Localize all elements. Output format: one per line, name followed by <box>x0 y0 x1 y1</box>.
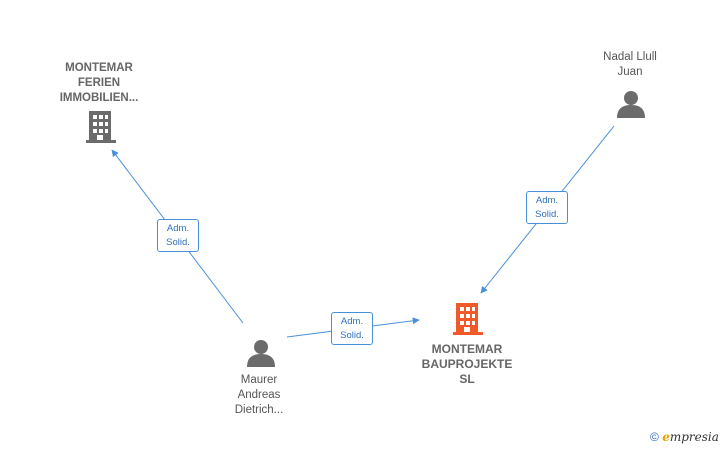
person-icon[interactable] <box>247 340 275 367</box>
node-label-line: BAUPROJEKTE <box>421 357 513 371</box>
edge-label-maurer-bauprojekte[interactable]: Adm. Solid. <box>331 312 373 345</box>
node-label-line: Dietrich... <box>234 404 284 416</box>
node-label-line: Andreas <box>237 389 281 401</box>
edge-label-line: Adm. <box>535 195 559 206</box>
person-icon[interactable] <box>617 91 645 118</box>
brand-rest: mpresia <box>669 430 719 444</box>
brand-initial: e <box>662 430 670 444</box>
node-label-line: Nadal Llull <box>603 51 657 63</box>
node-label-maurer[interactable]: Maurer Andreas Dietrich... <box>214 373 304 418</box>
node-label-line: Juan <box>617 66 643 78</box>
edge-label-line: Solid. <box>340 330 364 341</box>
empresia-watermark: © empresia <box>650 430 719 444</box>
edge-label-maurer-ferien[interactable]: Adm. Solid. <box>157 219 199 252</box>
node-label-line: MONTEMAR <box>65 62 133 74</box>
node-label-line: IMMOBILIEN... <box>59 92 139 104</box>
node-label-line: SL <box>459 372 475 386</box>
edge-label-line: Adm. <box>340 316 364 327</box>
edge-label-line: Adm. <box>166 223 190 234</box>
node-label-line: Maurer <box>240 374 278 386</box>
brand-logo: empresia <box>662 430 719 444</box>
node-label-montemar-ferien[interactable]: MONTEMAR FERIEN IMMOBILIEN... <box>48 61 150 106</box>
edge-label-nadal-bauprojekte[interactable]: Adm. Solid. <box>526 191 568 224</box>
node-label-montemar-bauprojekte[interactable]: MONTEMAR BAUPROJEKTE SL <box>412 342 522 387</box>
node-label-line: MONTEMAR <box>431 342 503 356</box>
node-label-line: FERIEN <box>77 77 121 89</box>
building-icon[interactable] <box>86 111 116 143</box>
copyright-symbol: © <box>650 430 659 444</box>
building-icon[interactable] <box>453 303 483 335</box>
node-label-nadal-llull[interactable]: Nadal Llull Juan <box>585 50 675 80</box>
edge-label-line: Solid. <box>535 209 559 220</box>
edge-label-line: Solid. <box>166 237 190 248</box>
